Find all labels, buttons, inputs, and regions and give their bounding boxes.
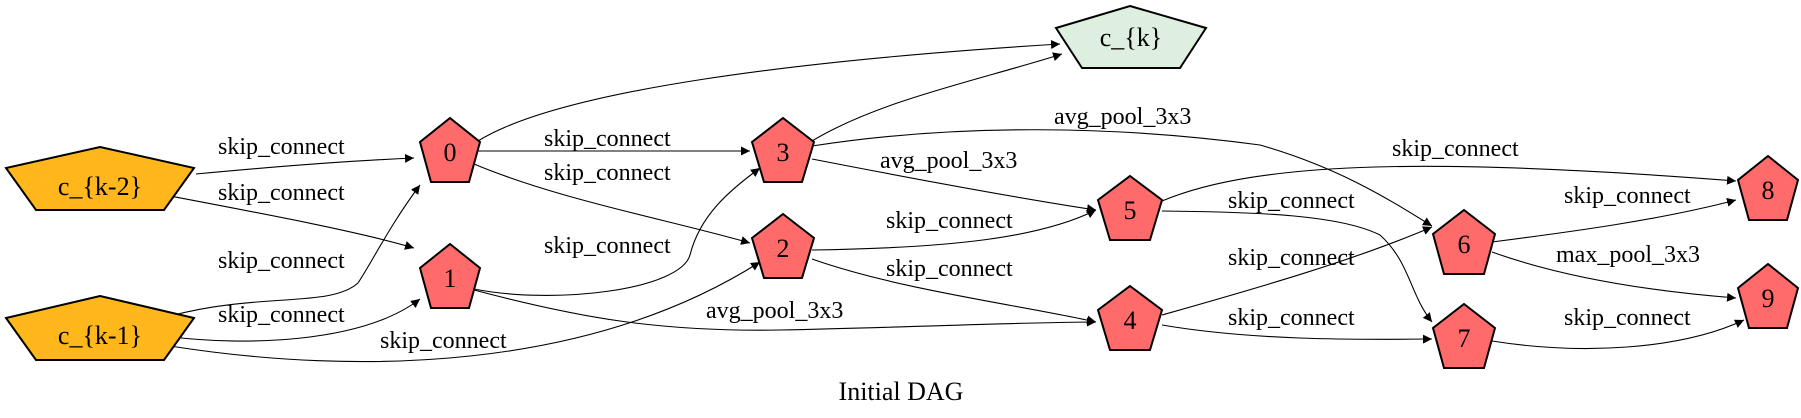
edge-label-2-4: skip_connect bbox=[886, 256, 1013, 282]
edge-ck2-1 bbox=[169, 195, 415, 250]
edge-label-ck2-0: skip_connect bbox=[218, 134, 345, 160]
edge-6-9 bbox=[1491, 251, 1737, 302]
edge-label-0-3: skip_connect bbox=[544, 126, 671, 152]
node-ck2-label: c_{k-2} bbox=[58, 172, 142, 201]
edge-label-6-8: skip_connect bbox=[1564, 183, 1691, 209]
edge-label-2-5: skip_connect bbox=[886, 208, 1013, 234]
edge-labels: skip_connect skip_connect skip_connect s… bbox=[218, 104, 1700, 354]
node-7-label: 7 bbox=[1458, 324, 1471, 353]
node-5: 5 bbox=[1096, 174, 1164, 241]
edge-3-ck bbox=[811, 52, 1063, 142]
edge-1-3 bbox=[473, 167, 761, 296]
edge-1-4 bbox=[473, 289, 1097, 331]
edges bbox=[169, 40, 1745, 363]
node-0-shape bbox=[418, 116, 482, 183]
edge-label-ck1-1: skip_connect bbox=[218, 302, 345, 328]
edge-label-6-9: max_pool_3x3 bbox=[1556, 242, 1700, 268]
node-8-shape bbox=[1736, 154, 1800, 221]
node-1: 1 bbox=[418, 242, 482, 309]
node-9-label: 9 bbox=[1762, 284, 1775, 313]
edge-ck1-2 bbox=[169, 261, 761, 363]
edge-label-0-2: skip_connect bbox=[544, 160, 671, 186]
node-ck2: c_{k-2} bbox=[4, 145, 196, 211]
node-4: 4 bbox=[1096, 284, 1164, 351]
node-0-label: 0 bbox=[444, 138, 457, 167]
diagram-caption: Initial DAG bbox=[839, 377, 964, 406]
node-0: 0 bbox=[418, 116, 482, 183]
node-1-label: 1 bbox=[444, 264, 457, 293]
node-ck2-shape bbox=[4, 145, 196, 211]
node-2: 2 bbox=[750, 212, 816, 279]
node-3: 3 bbox=[750, 116, 816, 183]
node-5-label: 5 bbox=[1124, 196, 1137, 225]
node-ck1-shape bbox=[4, 294, 196, 361]
edge-label-4-7: skip_connect bbox=[1228, 305, 1355, 331]
node-7: 7 bbox=[1431, 302, 1497, 369]
node-4-label: 4 bbox=[1124, 306, 1137, 335]
edge-label-ck2-1: skip_connect bbox=[218, 180, 345, 206]
edge-4-6 bbox=[1161, 226, 1433, 316]
node-6-shape bbox=[1431, 208, 1497, 275]
edge-label-3-5: avg_pool_3x3 bbox=[880, 148, 1017, 174]
edge-label-4-6: skip_connect bbox=[1228, 245, 1355, 271]
node-3-shape bbox=[750, 116, 816, 183]
edge-label-5-8: skip_connect bbox=[1392, 136, 1519, 162]
edge-label-5-7: skip_connect bbox=[1228, 188, 1355, 214]
node-ck-shape bbox=[1054, 4, 1208, 69]
edge-label-ck1-2: skip_connect bbox=[380, 328, 507, 354]
edge-6-8 bbox=[1491, 197, 1737, 243]
edge-5-8 bbox=[1161, 165, 1737, 202]
edge-ck1-0 bbox=[169, 184, 421, 317]
node-2-label: 2 bbox=[777, 234, 790, 263]
edge-label-7-9: skip_connect bbox=[1564, 305, 1691, 331]
node-9: 9 bbox=[1736, 262, 1800, 329]
edge-label-ck1-0: skip_connect bbox=[218, 248, 345, 274]
node-2-shape bbox=[750, 212, 816, 279]
node-7-shape bbox=[1431, 302, 1497, 369]
node-8-label: 8 bbox=[1762, 176, 1775, 205]
node-9-shape bbox=[1736, 262, 1800, 329]
edge-4-7 bbox=[1161, 324, 1433, 344]
edge-3-6 bbox=[811, 129, 1433, 227]
edge-2-5 bbox=[811, 209, 1097, 251]
node-3-label: 3 bbox=[777, 138, 790, 167]
node-ck-label: c_{k} bbox=[1100, 23, 1163, 52]
node-ck1-label: c_{k-1} bbox=[58, 321, 142, 350]
edge-label-1-4: avg_pool_3x3 bbox=[706, 298, 843, 324]
edge-5-7 bbox=[1161, 210, 1433, 323]
edge-ck2-0 bbox=[195, 153, 415, 175]
edge-0-ck bbox=[477, 40, 1061, 142]
node-1-shape bbox=[418, 242, 482, 309]
node-4-shape bbox=[1096, 284, 1164, 351]
node-ck: c_{k} bbox=[1054, 4, 1208, 69]
node-8: 8 bbox=[1736, 154, 1800, 221]
edge-3-5 bbox=[811, 158, 1097, 214]
node-5-shape bbox=[1096, 174, 1164, 241]
node-6: 6 bbox=[1431, 208, 1497, 275]
nodes: c_{k-2} c_{k-1} 0 1 3 2 5 4 bbox=[4, 4, 1800, 369]
node-ck1: c_{k-1} bbox=[4, 294, 196, 361]
edge-2-4 bbox=[811, 258, 1097, 325]
edge-0-2 bbox=[473, 163, 751, 245]
edge-label-3-6: avg_pool_3x3 bbox=[1054, 104, 1191, 130]
node-6-label: 6 bbox=[1458, 230, 1471, 259]
edge-7-9 bbox=[1491, 319, 1745, 350]
edge-label-1-3: skip_connect bbox=[544, 233, 671, 259]
edge-ck1-1 bbox=[171, 298, 421, 342]
